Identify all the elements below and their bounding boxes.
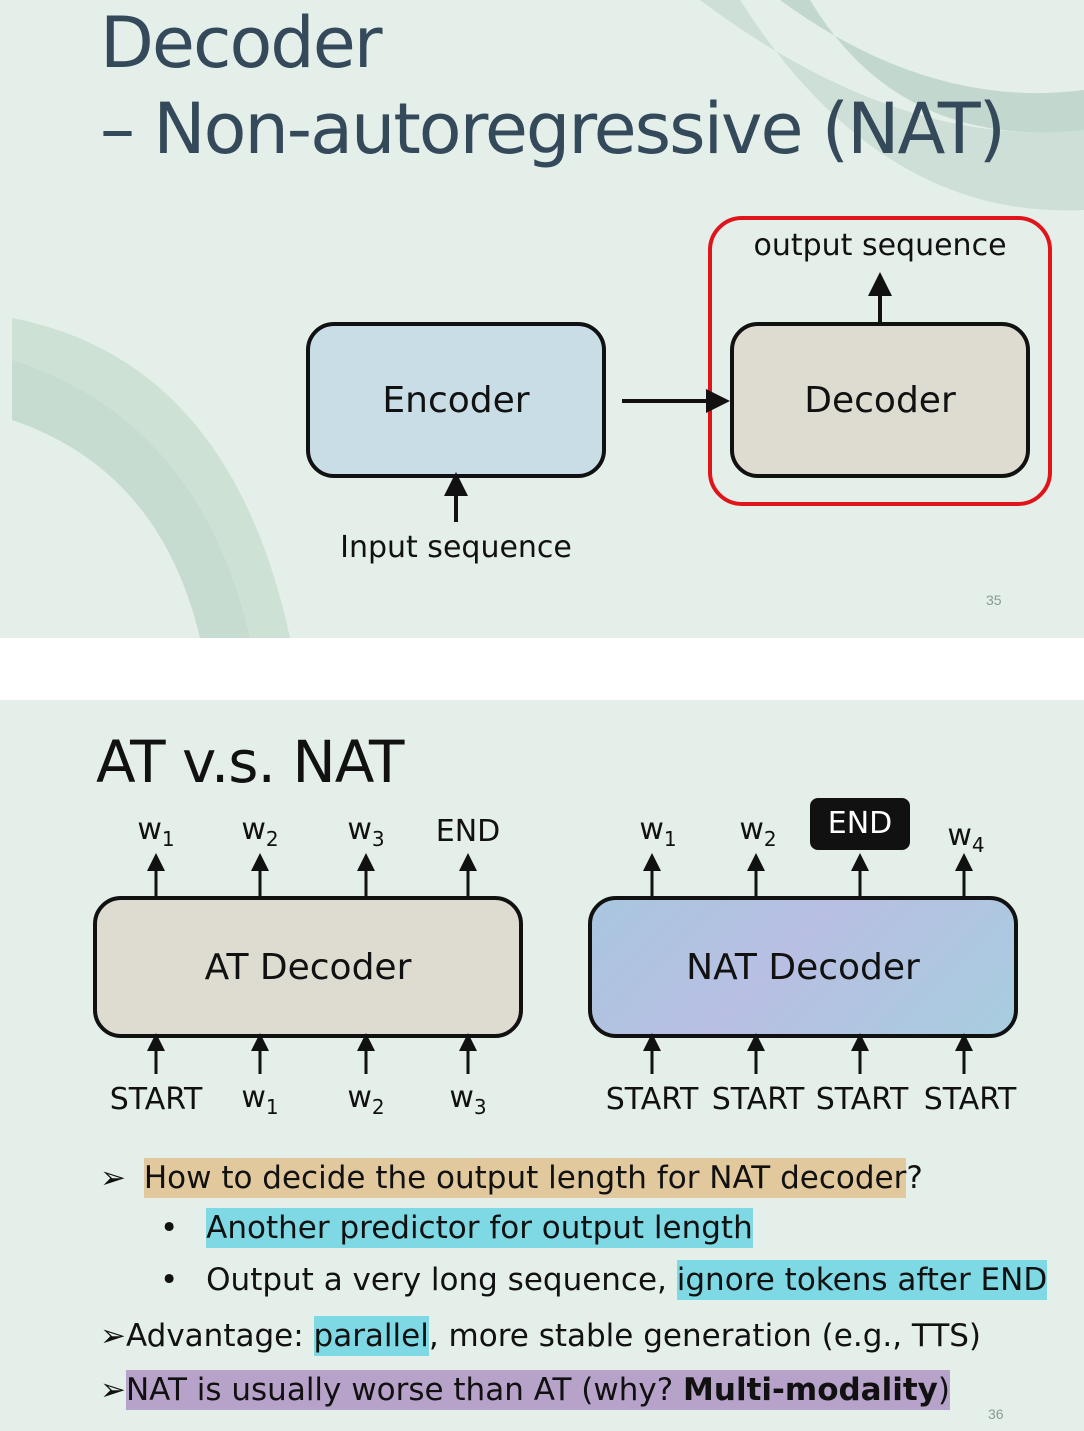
arrow-bullet-icon: ➢ (100, 1372, 126, 1408)
decoder-label: Decoder (804, 379, 956, 421)
at-output-token-end: END (435, 814, 501, 849)
slide-title-line2: – Non-autoregressive (NAT) (100, 88, 1006, 170)
arrow-bullet-icon: ➢ (100, 1160, 126, 1196)
at-input-token: w3 (449, 1080, 487, 1119)
highlight-nat-worse: NAT is usually worse than AT (why? Multi… (125, 1370, 950, 1410)
slide-title: AT v.s. NAT (96, 728, 404, 796)
at-output-token: w3 (347, 812, 385, 851)
nat-output-token: w4 (947, 818, 985, 857)
bullet-output-length-question: ➢ How to decide the output length for NA… (100, 1158, 923, 1198)
at-output-token: w2 (241, 812, 279, 851)
highlight-ignore-tokens: ignore tokens after END (676, 1260, 1048, 1300)
encoder-label: Encoder (382, 379, 530, 421)
nat-input-token-start: START (605, 1082, 699, 1117)
at-input-token: w1 (241, 1080, 279, 1119)
nat-input-token-start: START (711, 1082, 805, 1117)
decoder-highlight-frame (708, 216, 1052, 506)
at-input-token: w2 (347, 1080, 385, 1119)
at-decoder-box: AT Decoder (93, 896, 523, 1038)
page-number: 36 (988, 1406, 1004, 1422)
page-number: 35 (986, 592, 1002, 608)
input-sequence-label: Input sequence (340, 530, 572, 565)
nat-output-token: w2 (739, 812, 777, 851)
nat-output-token: w1 (639, 812, 677, 851)
nat-input-token-start: START (815, 1082, 909, 1117)
output-sequence-label: output sequence (753, 228, 1007, 263)
sub-bullet-predictor: • Another predictor for output length (160, 1208, 753, 1248)
nat-decoder-label: NAT Decoder (686, 946, 920, 988)
arrow-bullet-icon: ➢ (100, 1318, 126, 1354)
highlight-parallel: parallel (313, 1316, 429, 1356)
slide-35: Decoder – Non-autoregressive (NAT) Encod… (0, 0, 1084, 638)
nat-decoder-box: NAT Decoder (588, 896, 1018, 1038)
at-input-token-start: START (109, 1082, 203, 1117)
bullet-nat-worse: ➢NAT is usually worse than AT (why? Mult… (100, 1370, 950, 1410)
bullet-advantage: ➢Advantage: parallel, more stable genera… (100, 1316, 982, 1356)
dot-bullet-icon: • (160, 1262, 179, 1298)
highlight-predictor: Another predictor for output length (206, 1208, 753, 1248)
dot-bullet-icon: • (160, 1210, 179, 1246)
at-decoder-label: AT Decoder (204, 946, 412, 988)
slide-title-line1: Decoder (100, 2, 383, 84)
decoder-box: Decoder (730, 322, 1030, 478)
token-arrows (147, 853, 973, 1074)
slide-decoration (12, 0, 1084, 638)
sub-bullet-long-sequence: • Output a very long sequence, ignore to… (160, 1260, 1048, 1300)
slide-36: AT v.s. NAT AT Decoder NAT Decoder (0, 700, 1084, 1431)
nat-input-token-start: START (923, 1082, 1017, 1117)
at-output-token: w1 (137, 812, 175, 851)
encoder-box: Encoder (306, 322, 606, 478)
slide-gap (0, 638, 1084, 700)
highlight-question: How to decide the output length for NAT … (143, 1158, 907, 1198)
arrows (444, 272, 892, 522)
nat-output-token-end-highlighted: END (810, 798, 910, 850)
